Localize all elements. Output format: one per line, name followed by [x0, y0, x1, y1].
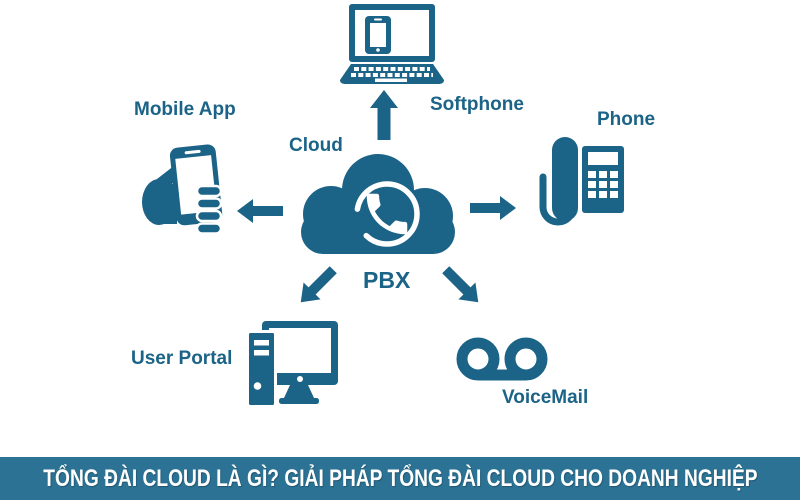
arrow-left-icon: [237, 199, 283, 223]
user-portal-label: User Portal: [131, 348, 233, 369]
arrow-up-icon: [370, 90, 398, 140]
title-banner: TỔNG ĐÀI CLOUD LÀ GÌ? GIẢI PHÁP TỔNG ĐÀI…: [0, 457, 800, 500]
banner-title-text: TỔNG ĐÀI CLOUD LÀ GÌ? GIẢI PHÁP TỔNG ĐÀI…: [42, 464, 758, 492]
voicemail-icon: [455, 336, 549, 384]
voicemail-label: VoiceMail: [502, 387, 589, 408]
arrow-down-left-icon: [294, 263, 340, 309]
desk-phone-icon: [535, 137, 629, 233]
cloud-label: Cloud: [289, 135, 343, 156]
desktop-computer-icon: [246, 321, 340, 409]
arrow-right-icon: [470, 196, 516, 220]
hand-holding-phone-icon: [141, 142, 223, 235]
arrow-down-right-icon: [439, 263, 485, 309]
cloud-pbx-icon: [293, 148, 463, 262]
mobile-app-label: Mobile App: [134, 99, 236, 120]
softphone-label: Softphone: [430, 94, 524, 115]
pbx-label: PBX: [363, 267, 411, 293]
laptop-softphone-icon: [337, 4, 447, 86]
phone-label: Phone: [597, 109, 656, 130]
